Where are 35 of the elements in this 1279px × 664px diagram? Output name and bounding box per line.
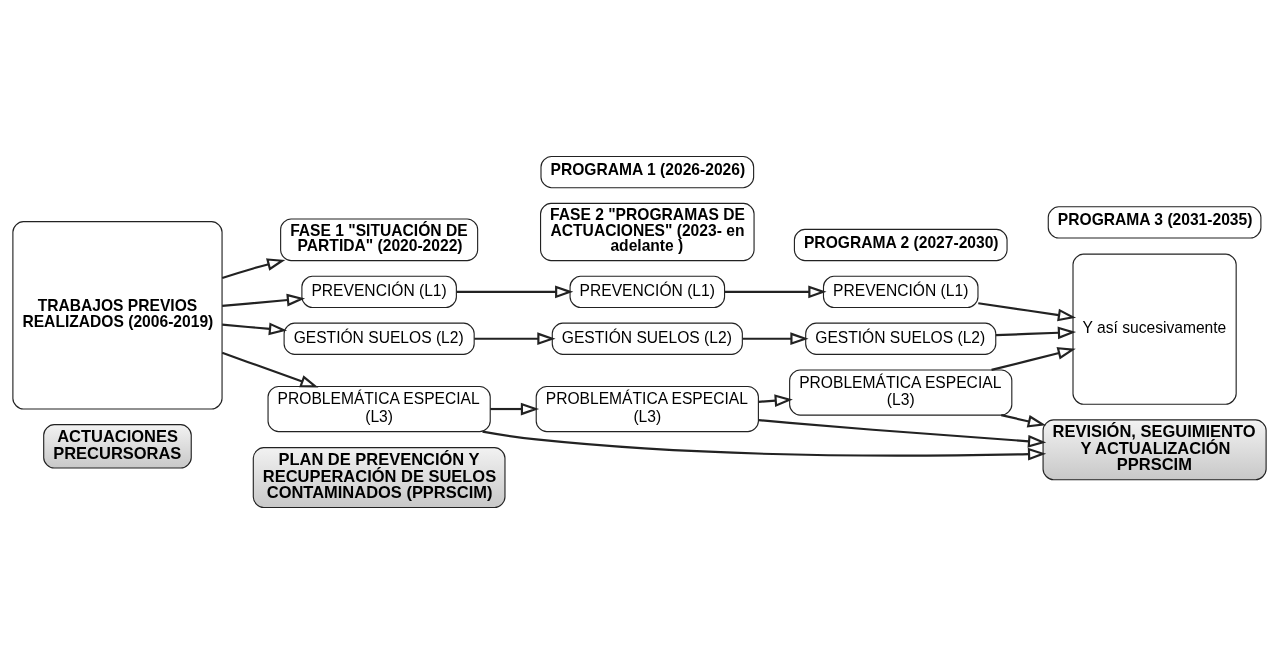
node-box: PROGRAMA 1 (2026-2026) [540,155,755,189]
node-box: PREVENCIÓN (L1) [301,275,457,309]
arrow [456,285,574,299]
arrow [221,258,286,279]
node-box: PREVENCIÓN (L1) [569,275,726,309]
arrow [978,302,1077,322]
node-box: PROBLEMÁTICA ESPECIAL (L3) [267,385,491,433]
node-box: PROGRAMA 2 (2027-2030) [793,228,1008,262]
arrow [222,322,288,336]
arrow [474,332,556,346]
arrow [742,332,809,346]
node-box: ACTUACIONES PRECURSORAS [43,424,192,469]
node-box: GESTIÓN SUELOS (L2) [283,322,475,355]
arrow [995,326,1077,340]
arrow [1001,414,1046,428]
node-box: GESTIÓN SUELOS (L2) [805,322,997,355]
arrow [991,347,1076,371]
node-box: PREVENCIÓN (L1) [822,275,979,309]
arrow [724,285,827,299]
node-box: Y así sucesivamente [1072,253,1237,405]
node-box: FASE 2 "PROGRAMAS DE ACTUACIONES" (2023- en adelante ) [540,202,755,262]
node-box: TRABAJOS PREVIOS REALIZADOS (2006-2019) [12,221,223,410]
node-box: PROGRAMA 3 (2031-2035) [1047,206,1262,239]
node-box: FASE 1 "SITUACIÓN DE PARTIDA" (2020-2022) [280,218,479,262]
node-box: PROBLEMÁTICA ESPECIAL (L3) [535,385,759,433]
node-box: GESTIÓN SUELOS (L2) [551,322,743,355]
arrow [222,293,306,307]
arrow [490,402,540,416]
arrow [758,394,793,408]
node-box: PROBLEMÁTICA ESPECIAL (L3) [789,369,1013,416]
node-box: PLAN DE PREVENCIÓN Y RECUPERACIÓN DE SUELOS CONTAMINADOS (PPRSCIM) [252,447,506,509]
arrow [482,430,1047,461]
arrow [221,351,319,388]
node-box: REVISIÓN, SEGUIMIENTO Y ACTUALIZACIÓN PPRSCIM [1042,419,1267,481]
arrow [758,419,1047,448]
